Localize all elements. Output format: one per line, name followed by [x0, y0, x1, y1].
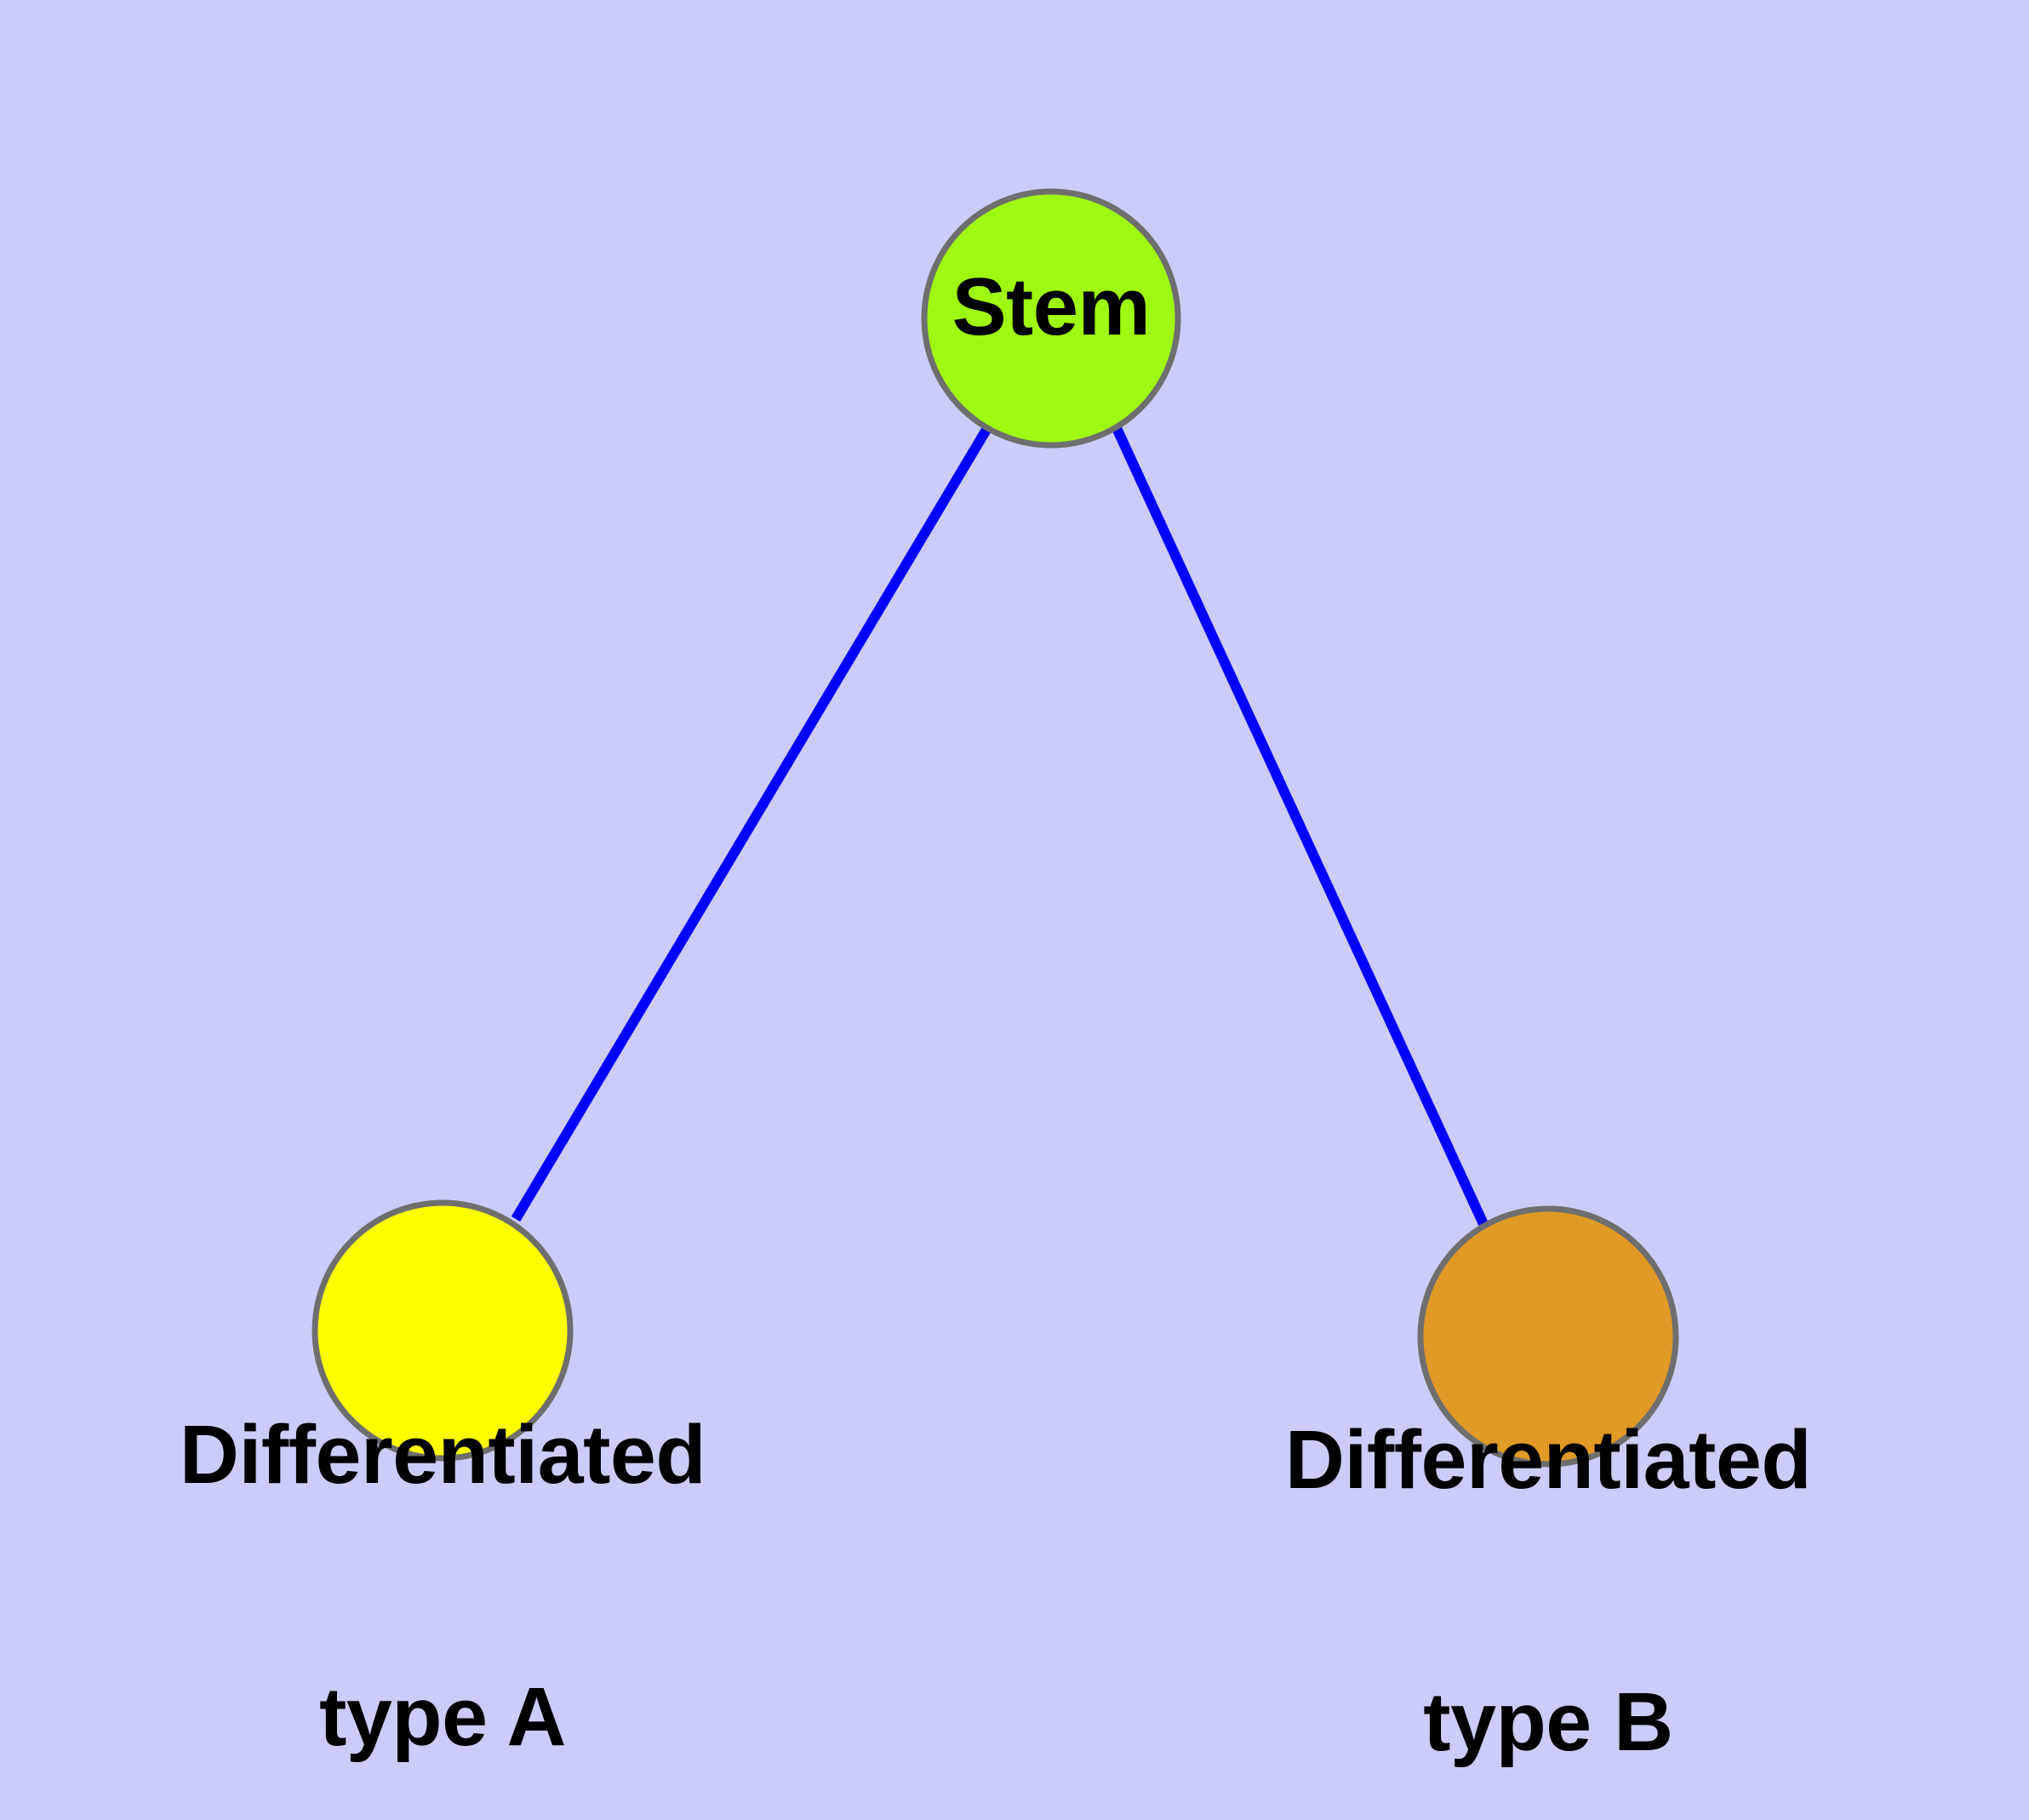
node-layer — [311, 188, 1679, 1468]
edge-stem-to-differentiated-type-b[interactable] — [1112, 426, 1489, 1228]
edge-layer — [511, 425, 1489, 1228]
node-differentiated-type-b[interactable] — [1417, 1205, 1679, 1468]
node-stem[interactable] — [921, 188, 1181, 449]
node-differentiated-type-a[interactable] — [311, 1199, 574, 1462]
edge-stem-to-differentiated-type-a[interactable] — [511, 425, 992, 1222]
